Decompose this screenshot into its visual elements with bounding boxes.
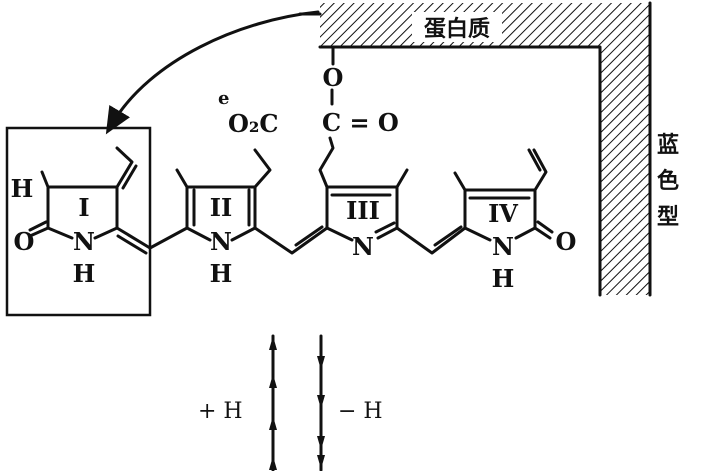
ester-label: O₂C [228,109,279,138]
curved-arrow-icon [105,10,320,135]
ring-ii-label: II [210,193,232,222]
ring-ii: e O₂C II N H [148,88,279,288]
remove-h-label: − H [338,399,383,424]
down-arrow-icon [317,356,325,469]
blue-form-label: 蓝 色 型 [657,133,679,230]
carbonyl-label: C = O [322,108,399,137]
atom-label: O [556,227,577,256]
atom-label: 色 [657,168,679,194]
atom-label: N [73,227,95,256]
ring-iii: O C = O III N [318,46,409,261]
ester-oxygen: O [323,63,344,92]
atom-label: H [73,259,96,288]
ring-i-highlight-box [5,126,152,317]
atom-label: H [492,264,515,293]
atom-label: H [210,259,233,288]
atom-label: H [11,174,34,203]
protein-label: 蛋白质 [424,16,490,42]
atom-label: 蓝 [657,133,679,158]
atom-label: O [14,227,35,256]
methine-bridge [395,225,467,255]
ring-iv-label: IV [488,199,518,228]
atom-label: 型 [657,205,679,230]
ring-i: H O I N H [11,146,152,288]
atom-label: N [492,232,514,261]
ring-iv: O IV N H [453,148,577,293]
ring-i-label: I [78,193,89,222]
ring-iii-label: III [346,196,380,225]
up-arrow-icon [269,336,277,470]
atom-label: N [352,232,374,261]
add-h-label: + H [198,399,243,424]
atom-label: e [218,88,229,109]
methine-bridge [253,225,329,255]
protein-block: 蛋白质 [298,1,652,297]
atom-label: N [210,227,232,256]
protonation-equilibrium: + H − H [198,334,383,471]
